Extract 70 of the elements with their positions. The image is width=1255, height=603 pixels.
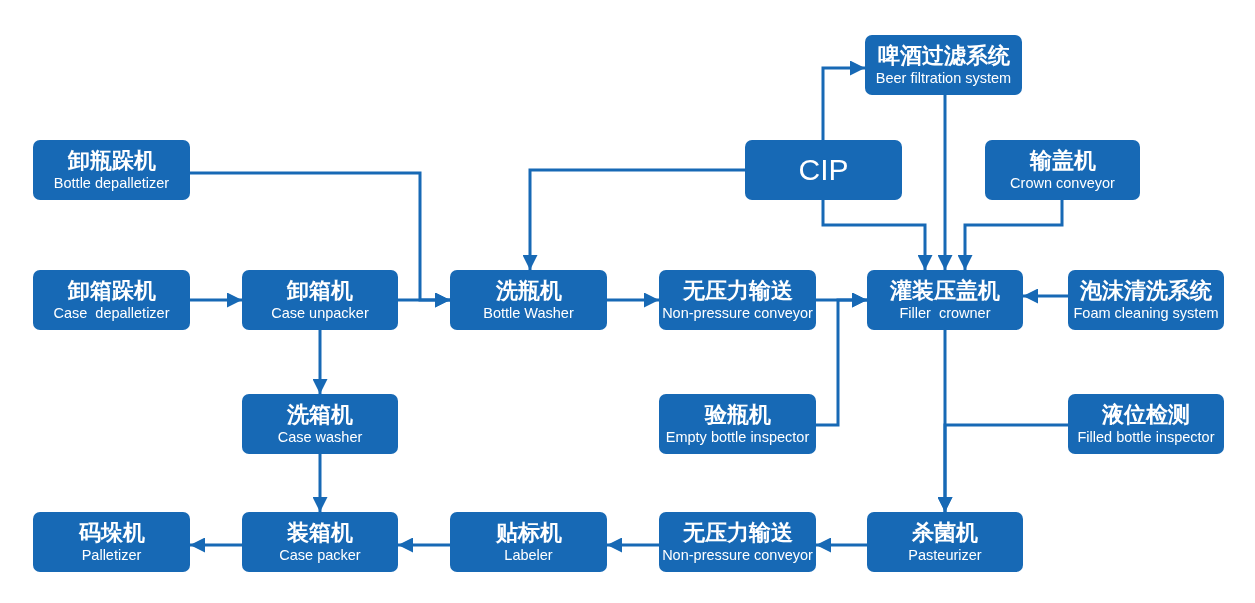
arrow <box>190 537 242 553</box>
box-title: CIP <box>798 153 849 187</box>
box-title: 卸箱跺机 <box>67 278 156 304</box>
process-box <box>450 270 607 330</box>
process-box <box>242 512 398 572</box>
process-box <box>33 270 190 330</box>
box-subtitle: Labeler <box>504 546 553 564</box>
process-box <box>242 394 398 454</box>
box-title: 啤酒过滤系统 <box>877 43 1010 69</box>
arrow <box>816 537 867 553</box>
box-title: 杀菌机 <box>912 520 978 546</box>
process-box <box>1068 270 1224 330</box>
arrow <box>312 454 328 512</box>
box-subtitle: Crown conveyor <box>1010 174 1115 192</box>
arrow <box>607 292 659 308</box>
box-subtitle: Case packer <box>279 546 361 564</box>
process-box <box>242 270 398 330</box>
arrow <box>821 60 865 140</box>
box-subtitle: Filled bottle inspector <box>1077 428 1215 446</box>
box-subtitle: Foam cleaning system <box>1073 304 1219 322</box>
process-box <box>33 512 190 572</box>
box-title: 液位检测 <box>1102 402 1190 428</box>
box-subtitle: Beer filtration system <box>875 69 1012 87</box>
arrow <box>312 330 328 394</box>
process-box <box>745 140 902 200</box>
process-box <box>659 270 816 330</box>
arrow <box>816 292 867 427</box>
process-box <box>985 140 1140 200</box>
box-title: 验瓶机 <box>704 402 771 428</box>
box-title: 洗瓶机 <box>495 278 562 304</box>
box-title: 洗箱机 <box>287 402 353 428</box>
box-subtitle: Filler crowner <box>899 304 991 322</box>
box-title: 装箱机 <box>287 520 353 546</box>
box-subtitle: Palletizer <box>81 546 142 564</box>
box-title: 无压力输送 <box>682 520 793 546</box>
box-title: 输盖机 <box>1029 148 1096 174</box>
box-title: 卸箱机 <box>287 278 353 304</box>
arrow <box>937 95 953 270</box>
box-subtitle: Pasteurizer <box>908 546 982 564</box>
arrow <box>522 168 745 270</box>
arrow <box>190 292 242 308</box>
arrow <box>957 200 1064 270</box>
process-box <box>867 270 1023 330</box>
box-title: 贴标机 <box>495 520 562 546</box>
process-box <box>33 140 190 200</box>
box-subtitle: Non-pressure conveyor <box>662 304 813 322</box>
box-subtitle: Bottle depalletizer <box>53 174 170 192</box>
arrow <box>398 537 450 553</box>
process-box <box>865 35 1022 95</box>
box-subtitle: Case unpacker <box>271 304 369 322</box>
process-box <box>450 512 607 572</box>
box-subtitle: Case washer <box>277 428 363 446</box>
box-title: 无压力输送 <box>682 278 793 304</box>
box-title: 泡沫清洗系统 <box>1080 278 1212 304</box>
box-title: 卸瓶跺机 <box>67 148 156 174</box>
process-box <box>1068 394 1224 454</box>
box-title: 灌装压盖机 <box>890 278 1000 304</box>
process-box <box>659 394 816 454</box>
box-title: 码垛机 <box>78 520 145 546</box>
process-box <box>659 512 816 572</box>
box-subtitle: Empty bottle inspector <box>665 428 810 446</box>
box-subtitle: Non-pressure conveyor <box>662 546 813 564</box>
process-box <box>867 512 1023 572</box>
arrow <box>821 200 933 270</box>
arrow <box>398 292 450 308</box>
arrow <box>1023 288 1068 304</box>
box-subtitle: Case depalletizer <box>53 304 170 322</box>
arrow <box>937 423 1068 512</box>
box-subtitle: Bottle Washer <box>483 304 574 322</box>
arrow <box>607 537 659 553</box>
